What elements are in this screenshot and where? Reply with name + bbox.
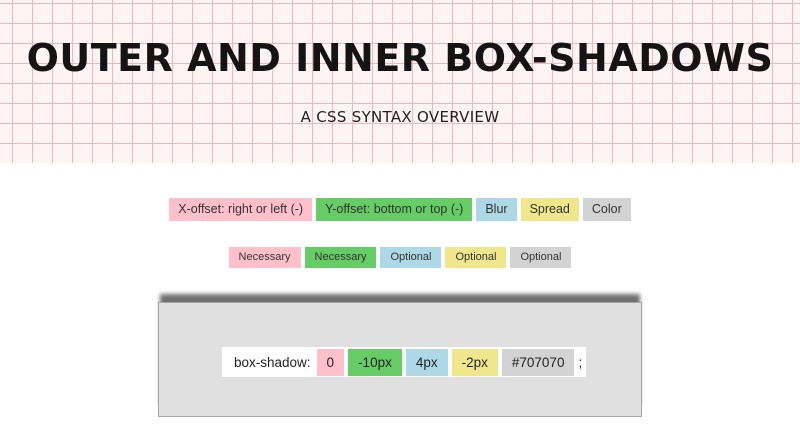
box-shadow-code: box-shadow: 0 -10px 4px -2px #707070 ; [222,347,587,377]
requirement-color: Optional [510,247,572,268]
legend-blur: Blur [476,198,517,221]
legend-spread: Spread [520,198,579,221]
semicolon: ; [578,354,583,370]
parts-legend: X-offset: right or left (-) Y-offset: bo… [0,198,800,221]
legend-color: Color [582,198,631,221]
grid-header: OUTER AND INNER BOX-SHADOWS A CSS SYNTAX… [0,0,800,163]
legend-x-offset: X-offset: right or left (-) [169,198,313,221]
requirement-x-offset: Necessary [228,247,301,268]
legend-y-offset: Y-offset: bottom or top (-) [316,198,473,221]
requirement-spread: Optional [445,247,507,268]
page-title: OUTER AND INNER BOX-SHADOWS [26,36,774,80]
requirement-y-offset: Necessary [304,247,377,268]
value-y-offset: -10px [348,348,402,376]
property-name: box-shadow: [234,354,311,370]
value-x-offset: 0 [316,348,345,376]
value-blur: 4px [405,348,448,376]
page-subtitle: A CSS SYNTAX OVERVIEW [300,108,500,126]
requirement-blur: Optional [380,247,442,268]
value-color: #707070 [501,348,575,376]
requirements-legend: Necessary Necessary Optional Optional Op… [0,247,800,268]
value-spread: -2px [451,348,498,376]
